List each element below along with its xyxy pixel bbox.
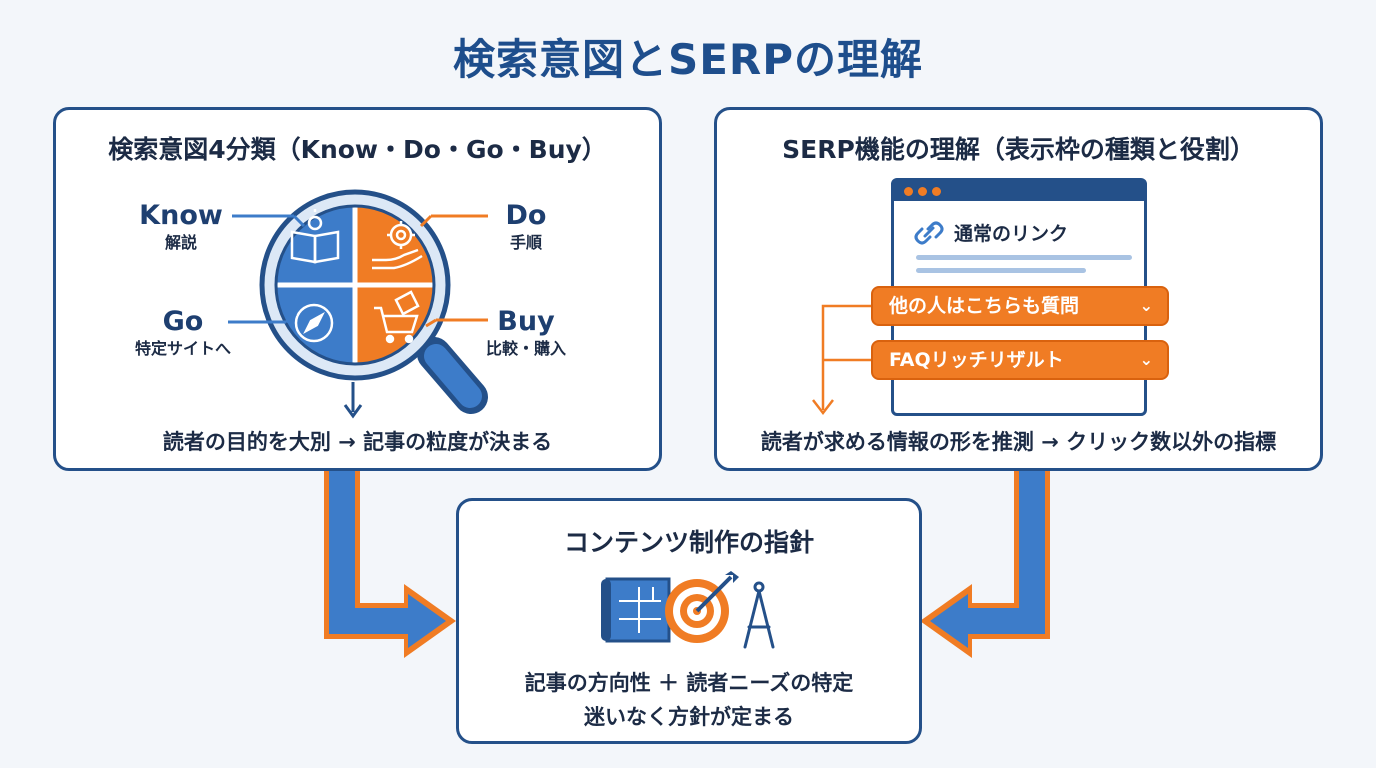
content-line-decision: 迷いなく方針が定まる	[584, 705, 794, 729]
search-intent-panel: 検索意図4分類（Know・Do・Go・Buy）	[53, 107, 662, 471]
buy-quadrant	[355, 285, 434, 364]
cart-icon	[374, 290, 420, 344]
paa-label: 他の人はこちらも質問	[889, 295, 1080, 317]
do-quadrant	[355, 206, 434, 285]
do-name: Do	[505, 200, 547, 231]
buy-name: Buy	[497, 306, 555, 337]
blueprint-icon	[601, 577, 671, 643]
know-name: Know	[139, 200, 223, 231]
people-also-ask-accordion[interactable]: 他の人はこちらも質問 ⌄	[871, 286, 1169, 326]
snippet-line	[916, 268, 1086, 273]
snippet-line	[916, 255, 1132, 260]
window-dot	[932, 187, 941, 196]
do-sub: 手順	[509, 233, 542, 252]
window-dot	[904, 187, 913, 196]
buy-sub: 比較・購入	[485, 339, 566, 358]
compass-icon	[294, 303, 334, 343]
window-dot	[918, 187, 927, 196]
content-guideline-panel: コンテンツ制作の指針	[456, 498, 922, 744]
magnifier-quadrant-diagram	[228, 189, 488, 419]
do-label: Do 手順	[476, 200, 576, 254]
content-panel-title: コンテンツ制作の指針	[563, 528, 814, 557]
left-flow-arrow	[324, 468, 456, 658]
go-name: Go	[162, 306, 204, 337]
link-icon	[914, 221, 944, 245]
right-flow-arrow	[920, 468, 1050, 658]
chevron-down-icon: ⌄	[1139, 350, 1153, 369]
serp-panel-title: SERP機能の理解（表示枠の種類と役割）	[782, 135, 1255, 164]
chevron-down-icon: ⌄	[1139, 296, 1153, 315]
faq-rich-result-accordion[interactable]: FAQリッチリザルト ⌄	[871, 340, 1169, 380]
blueprint-target-compass-icon	[601, 571, 775, 649]
down-arrow-icon	[343, 382, 363, 419]
gear-hand-icon	[372, 221, 423, 270]
intent-footer: 読者の目的を大別 → 記事の粒度が決まる	[162, 430, 553, 454]
go-label: Go 特定サイトへ	[108, 306, 258, 360]
page-title: 検索意図とSERPの理解	[452, 35, 924, 84]
intent-panel-title: 検索意図4分類（Know・Do・Go・Buy）	[108, 135, 607, 164]
go-sub: 特定サイトへ	[134, 339, 231, 358]
content-line-direction: 記事の方向性 ＋ 読者ニーズの特定	[524, 671, 854, 695]
buy-label: Buy 比較・購入	[456, 306, 596, 360]
drafting-compass-icon	[743, 581, 775, 649]
browser-titlebar	[894, 181, 1144, 201]
magnifier-handle	[417, 337, 488, 414]
serp-features-panel: SERP機能の理解（表示枠の種類と役割） 通常のリンク 他の人はこちらも質問 ⌄	[714, 107, 1323, 471]
book-icon	[290, 209, 340, 264]
serp-footer: 読者が求める情報の形を推測 → クリック数以外の指標	[760, 430, 1277, 454]
know-label: Know 解説	[126, 200, 236, 254]
know-sub: 解説	[164, 233, 197, 252]
organic-link-label: 通常のリンク	[954, 223, 1069, 245]
target-icon	[665, 571, 739, 643]
faq-label: FAQリッチリザルト	[889, 349, 1064, 371]
